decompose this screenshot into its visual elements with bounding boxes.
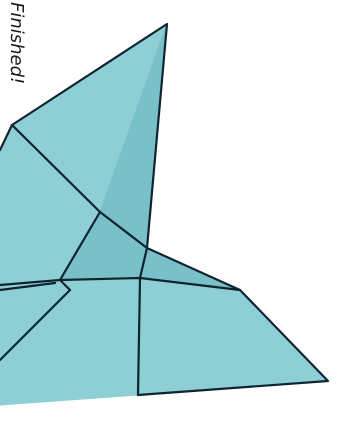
finished-caption: Finished! [6, 2, 27, 84]
caption-area: Finished! [0, 0, 42, 130]
